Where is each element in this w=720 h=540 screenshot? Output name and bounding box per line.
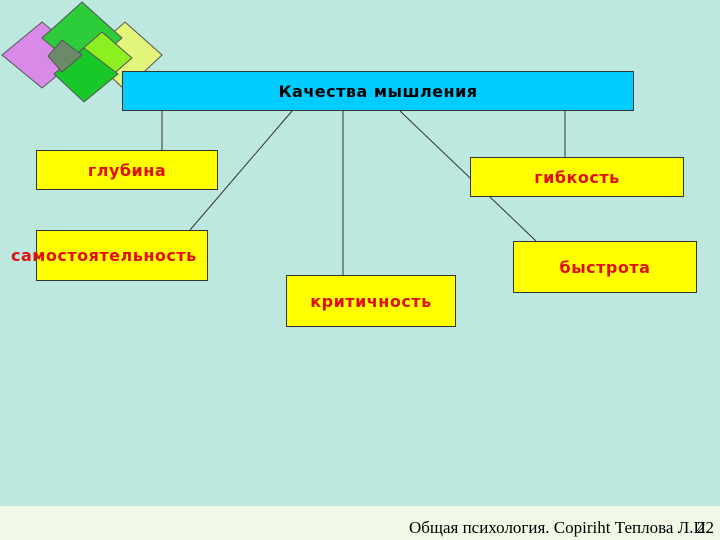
node-criticality-label: критичность	[310, 291, 432, 311]
node-independence: самостоятельность	[11, 230, 208, 281]
diagram-title-box: Качества мышления	[122, 71, 634, 111]
page-number: 22	[697, 518, 714, 537]
node-flexibility: гибкость	[470, 157, 684, 197]
decorative-diamonds	[1, 1, 163, 103]
diamond-overlap	[47, 39, 83, 73]
node-speed-label: быстрота	[559, 257, 651, 277]
node-depth: глубина	[36, 150, 218, 190]
diagram-title: Качества мышления	[278, 81, 478, 101]
footer-copyright: Общая психология. Copiriht Теплова Л.И.	[408, 518, 710, 537]
connector-independence	[189, 110, 293, 231]
node-independence-label: самостоятельность	[11, 246, 197, 265]
node-speed: быстрота	[513, 241, 697, 293]
node-flexibility-label: гибкость	[534, 167, 620, 187]
footer-bar: Общая психология. Copiriht Теплова Л.И. …	[0, 506, 720, 540]
connector-speed	[399, 110, 537, 242]
node-depth-label: глубина	[87, 160, 167, 180]
node-criticality: критичность	[286, 275, 456, 327]
